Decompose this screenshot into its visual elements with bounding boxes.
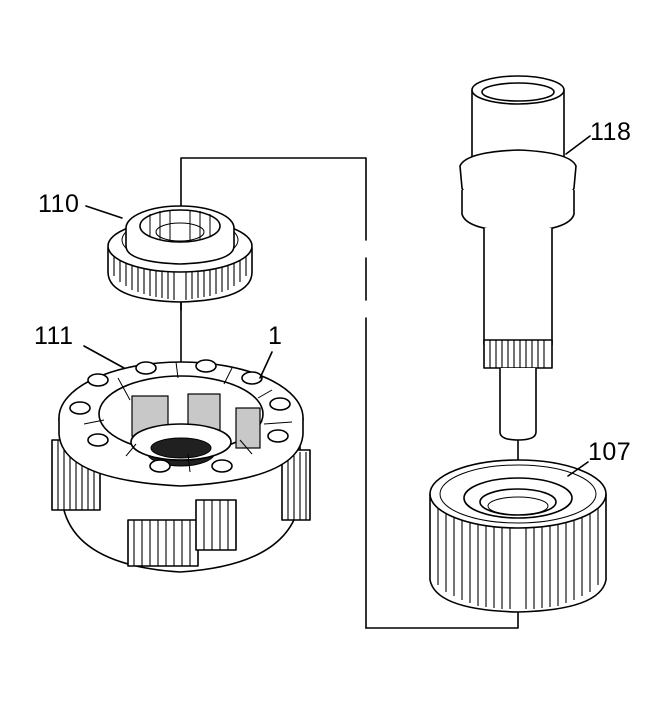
callout-118: 118 bbox=[590, 118, 631, 146]
callout-1: 1 bbox=[268, 322, 282, 350]
leader-110 bbox=[85, 205, 123, 219]
part-118-shaft bbox=[459, 75, 591, 441]
leader-118 bbox=[565, 135, 591, 155]
leader-1 bbox=[259, 351, 273, 379]
part-110-gear bbox=[107, 205, 253, 303]
leader-111 bbox=[83, 345, 125, 369]
callout-111: 111 bbox=[34, 322, 74, 350]
part-107-gear bbox=[429, 459, 607, 613]
part-111-carrier bbox=[51, 345, 311, 573]
callout-107: 107 bbox=[588, 438, 631, 466]
callout-110: 110 bbox=[38, 190, 79, 218]
leader-107 bbox=[567, 461, 589, 477]
